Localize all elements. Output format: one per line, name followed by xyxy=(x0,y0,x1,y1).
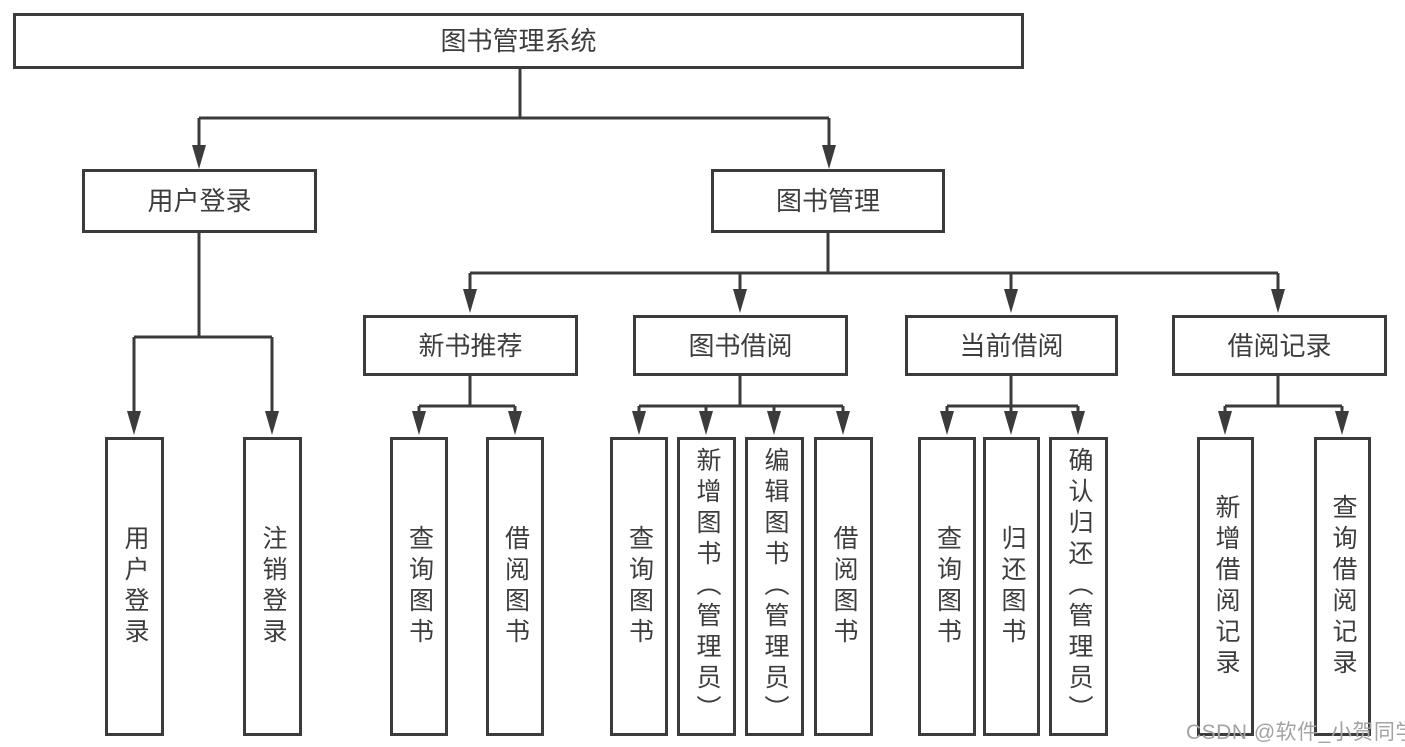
leaf-add-borrow-record: 新增借阅记录 xyxy=(1197,437,1254,736)
connector-new-book-recommend xyxy=(417,376,517,416)
csdn-watermark: CSDN @软件_小贺同学 xyxy=(1186,721,1405,744)
connector-book-borrow xyxy=(637,376,845,416)
node-label: 图书借阅 xyxy=(688,330,793,361)
node-current-borrow: 当前借阅 xyxy=(905,315,1118,376)
node-label: 借阅记录 xyxy=(1227,330,1332,361)
connector-book-management xyxy=(468,233,1280,294)
leaf-query-books-recommend: 查询图书 xyxy=(390,437,448,736)
node-label: 当前借阅 xyxy=(959,330,1064,361)
leaf-return-book: 归还图书 xyxy=(983,437,1040,736)
leaf-add-book-admin: 新增图书（管理员） xyxy=(677,437,736,736)
leaf-label: 归还图书 xyxy=(998,524,1026,649)
node-borrow-records: 借阅记录 xyxy=(1172,315,1387,376)
node-label: 图书管理 xyxy=(775,186,880,216)
leaf-user-login: 用户登录 xyxy=(105,437,164,736)
node-root-label: 图书管理系统 xyxy=(440,26,597,56)
connector-current-borrow xyxy=(945,376,1080,416)
node-label: 用户登录 xyxy=(147,186,252,216)
leaf-label: 新增图书（管理员） xyxy=(693,447,721,726)
leaf-query-borrow-record: 查询借阅记录 xyxy=(1314,437,1371,736)
node-new-book-recommend: 新书推荐 xyxy=(363,315,578,376)
leaf-query-books-current: 查询图书 xyxy=(918,437,976,736)
leaf-label: 确认归还（管理员） xyxy=(1065,447,1093,726)
leaf-label: 查询借阅记录 xyxy=(1329,493,1357,680)
node-label: 新书推荐 xyxy=(418,330,523,361)
leaf-label: 编辑图书（管理员） xyxy=(761,447,789,726)
leaf-borrow-books-recommend: 借阅图书 xyxy=(486,437,544,736)
leaf-label: 用户登录 xyxy=(121,524,149,649)
node-user-login: 用户登录 xyxy=(82,169,317,233)
leaf-label: 借阅图书 xyxy=(830,524,858,649)
leaf-label: 注销登录 xyxy=(259,524,287,649)
leaf-label: 查询图书 xyxy=(933,524,962,649)
node-root-system: 图书管理系统 xyxy=(13,13,1024,69)
leaf-label: 查询图书 xyxy=(625,524,654,649)
leaf-query-books-borrow: 查询图书 xyxy=(610,437,668,736)
connector-borrow-records xyxy=(1223,376,1344,416)
leaf-label: 新增借阅记录 xyxy=(1212,493,1240,680)
leaf-confirm-return-admin: 确认归还（管理员） xyxy=(1049,437,1108,736)
node-book-management: 图书管理 xyxy=(711,169,945,233)
leaf-label: 借阅图书 xyxy=(501,524,530,649)
node-book-borrow: 图书借阅 xyxy=(633,315,848,376)
connector-user-login xyxy=(132,233,274,416)
connector-root xyxy=(197,69,831,150)
leaf-logout: 注销登录 xyxy=(243,437,302,736)
leaf-label: 查询图书 xyxy=(405,524,434,649)
leaf-borrow-books: 借阅图书 xyxy=(814,437,873,736)
leaf-edit-book-admin: 编辑图书（管理员） xyxy=(745,437,804,736)
